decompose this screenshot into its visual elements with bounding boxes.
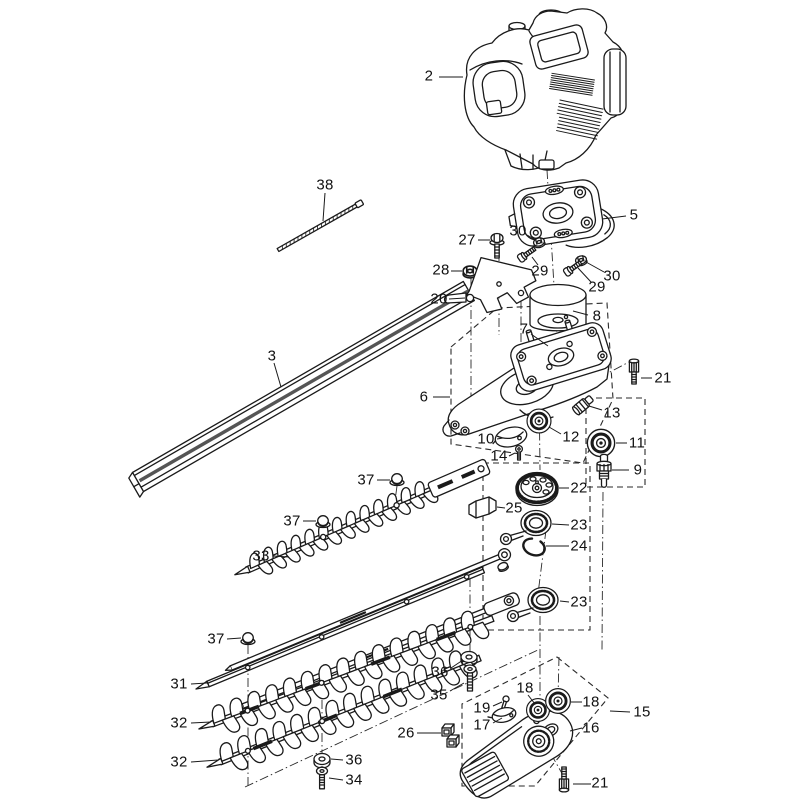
part-engine-2 xyxy=(463,8,627,171)
box-assembly-15 xyxy=(461,656,609,787)
part-bolt-37b xyxy=(315,515,331,529)
part-bolt-37c xyxy=(240,632,256,646)
part-gasket-plate-17 xyxy=(487,706,517,724)
part-lower-blade-32a xyxy=(198,609,495,736)
part-blade-guide-rail-3 xyxy=(128,280,475,498)
part-clip-26a xyxy=(441,723,455,737)
part-drive-bar-upper xyxy=(224,548,512,671)
part-rod-38 xyxy=(276,199,364,253)
part-gear-22 xyxy=(515,471,559,507)
part-bottom-cover-16 xyxy=(459,710,574,799)
part-bearing-12 xyxy=(525,407,553,435)
part-washer-36b xyxy=(313,752,331,769)
leader-lines xyxy=(190,76,652,785)
part-grease-fitting-9 xyxy=(596,453,612,488)
part-bearing-18b xyxy=(544,687,572,715)
part-snap-ring-24 xyxy=(522,537,546,557)
part-screw-34 xyxy=(315,766,329,790)
part-bolt-27 xyxy=(489,232,505,259)
part-housing-plate-7 xyxy=(510,319,612,392)
part-clutch-drum-8 xyxy=(529,283,587,332)
part-coupler-13 xyxy=(571,395,594,416)
box-assembly-9-11 xyxy=(585,397,646,488)
part-screw-19 xyxy=(501,695,510,710)
part-bolt-21a xyxy=(628,358,640,385)
part-bearing-11 xyxy=(585,427,617,459)
box-assembly-22-24 xyxy=(482,462,591,631)
part-lower-blade-32b xyxy=(206,648,482,774)
part-screw-29b xyxy=(562,258,584,278)
part-bolt-37a xyxy=(389,473,405,487)
part-guide-bar-31 xyxy=(195,566,486,690)
part-clip-26b xyxy=(446,734,460,748)
part-clip-25 xyxy=(468,496,497,519)
part-upper-blade-33 xyxy=(234,458,491,578)
part-bracket-20 xyxy=(443,256,537,314)
part-screw-35 xyxy=(463,664,477,692)
part-screw-14 xyxy=(514,444,524,461)
part-clutch-cover-5 xyxy=(508,179,615,248)
part-cover-plate-10 xyxy=(492,426,528,448)
